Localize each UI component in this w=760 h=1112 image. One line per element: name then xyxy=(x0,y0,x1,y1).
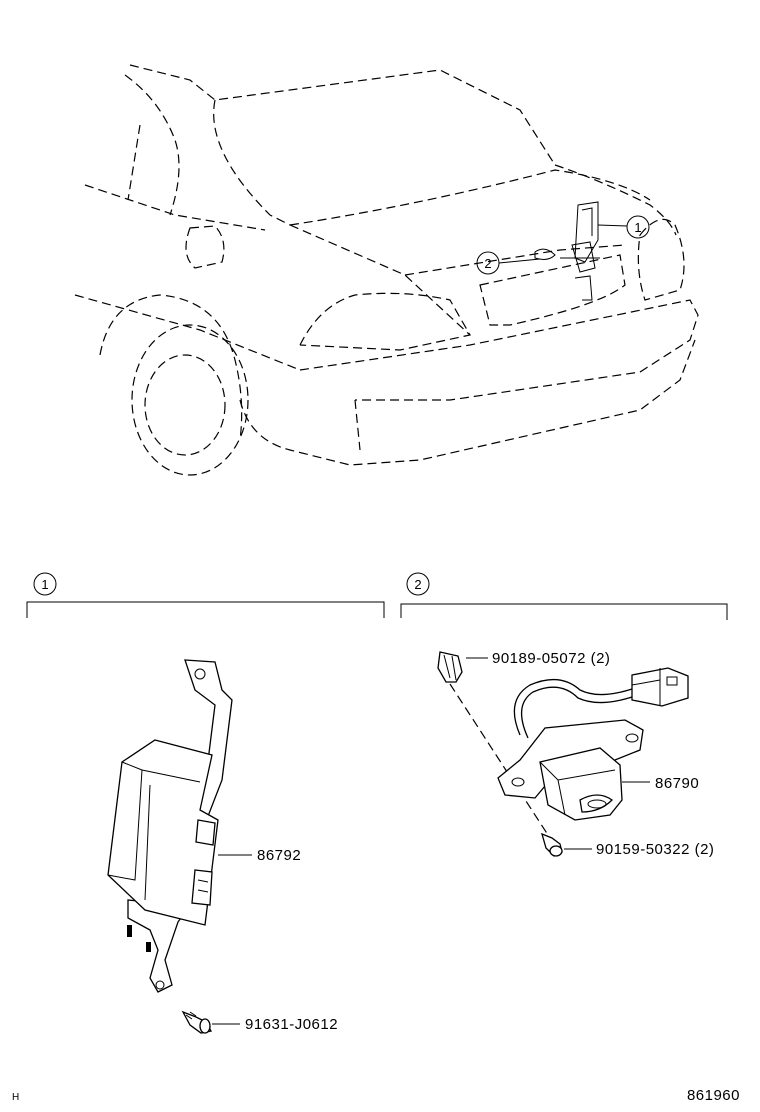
part-number-90189: 90189-05072 (2) xyxy=(492,650,610,667)
section-2-header: 2 xyxy=(400,572,728,620)
part-number-90159: 90159-50322 (2) xyxy=(596,841,714,858)
callout-2-label: 2 xyxy=(484,256,491,271)
figure-number: 861960 xyxy=(687,1087,740,1104)
part-number-86792: 86792 xyxy=(257,847,301,864)
part-number-86790: 86790 xyxy=(655,775,699,792)
car-callout-2: 2 xyxy=(476,251,541,275)
part-86792-computer xyxy=(107,659,252,993)
footer-left-mark: H xyxy=(12,1092,19,1103)
car-outline xyxy=(74,64,699,476)
callout-1-label: 1 xyxy=(634,220,641,235)
section-2-number: 2 xyxy=(414,577,421,592)
car-camera-assembly xyxy=(534,201,600,301)
section-1-number: 1 xyxy=(41,577,48,592)
clip-90189-icon xyxy=(437,651,488,683)
car-callout-1: 1 xyxy=(597,215,650,239)
part-number-91631: 91631-J0612 xyxy=(245,1016,338,1033)
assembly-line xyxy=(449,683,549,836)
part-86790-camera xyxy=(497,667,689,821)
screw-90159-icon xyxy=(541,832,592,857)
bolt-91631-icon xyxy=(181,1010,240,1034)
section-1-header: 1 xyxy=(26,572,385,618)
